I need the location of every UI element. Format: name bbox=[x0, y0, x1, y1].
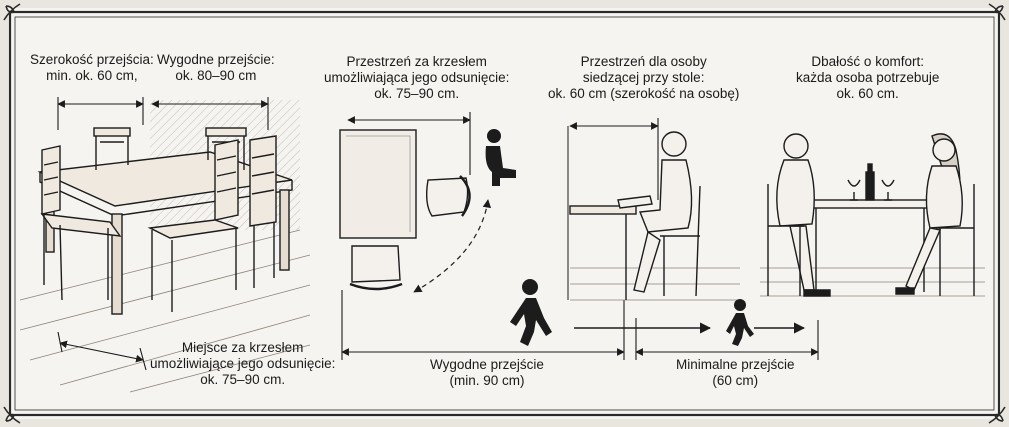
label-space-behind-chair-top: Przestrzeń za krzesłem umożliwiająca jeg… bbox=[324, 54, 509, 102]
table-leg bbox=[279, 189, 290, 271]
walking-figure-left bbox=[510, 279, 552, 346]
label-comfortable-passage: Wygodne przejście: ok. 80–90 cm bbox=[157, 52, 275, 84]
label-line: Minimalne przejście bbox=[676, 357, 795, 372]
chair-side bbox=[660, 185, 701, 297]
label-line: Wygodne przejście: bbox=[157, 52, 275, 67]
woman-right-seated bbox=[895, 133, 963, 295]
label-line: Miejsce za krzesłem bbox=[181, 340, 304, 355]
label-line: Przestrzeń dla osoby bbox=[580, 54, 707, 69]
dimension-minimal-passage bbox=[635, 318, 819, 360]
wine-glasses bbox=[847, 179, 895, 201]
floor-lines-3 bbox=[570, 267, 740, 301]
chair-right-couple bbox=[936, 184, 975, 296]
dimension-seated-space bbox=[569, 118, 659, 200]
dimension-comfortable-passage bbox=[151, 97, 269, 130]
table-couple bbox=[805, 199, 935, 209]
label-corridor-width: Szerokość przejścia: min. ok. 60 cm, bbox=[30, 52, 154, 84]
chair-near-right bbox=[147, 139, 239, 312]
dimension-chair-clearance bbox=[57, 331, 147, 371]
chair-near-left bbox=[40, 145, 122, 301]
label-line: (60 cm) bbox=[712, 373, 759, 388]
seated-man-side bbox=[617, 131, 693, 293]
label-line: (min. 90 cm) bbox=[449, 373, 525, 388]
corner-ornament-top-right bbox=[988, 3, 1006, 21]
inner-border bbox=[14, 16, 995, 411]
seated-figure-top bbox=[485, 129, 516, 186]
chair-far-left bbox=[93, 127, 131, 170]
label-comfort-care: Dbałość o komfort: każda osoba potrzebuj… bbox=[796, 54, 939, 102]
table-side bbox=[569, 205, 637, 215]
table-top-view bbox=[339, 129, 417, 239]
corner-ornament-bottom-right bbox=[988, 406, 1006, 424]
label-line: ok. 75–90 cm. bbox=[374, 86, 460, 101]
label-line: Dbałość o komfort: bbox=[811, 54, 924, 69]
floor-lines-4 bbox=[760, 267, 985, 297]
label-line: Wygodne przejście bbox=[430, 357, 544, 372]
dimension-top-clearance bbox=[347, 112, 471, 175]
label-line: ok. 60 cm (szerokość na osobę) bbox=[548, 86, 740, 101]
label-line: ok. 75–90 cm. bbox=[200, 372, 286, 387]
corner-ornament-bottom-left bbox=[3, 406, 21, 424]
chair-top-view-below bbox=[349, 245, 403, 291]
label-comfortable-passage-min: Wygodne przejście (min. 90 cm) bbox=[430, 357, 544, 389]
label-line: min. ok. 60 cm, bbox=[46, 68, 138, 83]
label-space-behind-chair-bottom: Miejsce za krzesłem umożliwiające jego o… bbox=[150, 340, 335, 388]
label-line: ok. 80–90 cm bbox=[175, 68, 257, 83]
label-line: ok. 60 cm. bbox=[836, 86, 899, 101]
walking-figure-right bbox=[726, 299, 754, 346]
dining-set-illustration bbox=[19, 100, 311, 393]
label-line: Szerokość przejścia: bbox=[30, 52, 154, 67]
wine-bottle bbox=[865, 163, 875, 201]
corner-ornament-top-left bbox=[3, 3, 21, 21]
label-line: umożliwiające jego odsunięcie: bbox=[150, 356, 336, 371]
label-line: Przestrzeń za krzesłem bbox=[346, 54, 487, 69]
man-left-seated bbox=[776, 133, 831, 297]
chair-left-couple bbox=[767, 184, 804, 296]
label-line: każda osoba potrzebuje bbox=[796, 70, 940, 85]
label-line: umożliwiająca jego odsunięcie: bbox=[324, 70, 510, 85]
dimension-comfortable-passage-bottom bbox=[341, 290, 625, 360]
label-minimal-passage: Minimalne przejście (60 cm) bbox=[676, 357, 795, 389]
label-line: siedzącej przy stole: bbox=[582, 70, 705, 85]
chair-swing-arc bbox=[413, 199, 492, 293]
side-view-seated bbox=[567, 126, 740, 301]
couple-at-table bbox=[760, 133, 985, 297]
table-leg bbox=[111, 213, 123, 315]
chair-top-view-pulled bbox=[425, 175, 471, 217]
dimension-corridor-width bbox=[57, 97, 144, 130]
label-space-per-seated: Przestrzeń dla osoby siedzącej przy stol… bbox=[548, 54, 739, 102]
chair-far-right-2 bbox=[249, 135, 277, 288]
outer-border bbox=[8, 10, 1001, 417]
